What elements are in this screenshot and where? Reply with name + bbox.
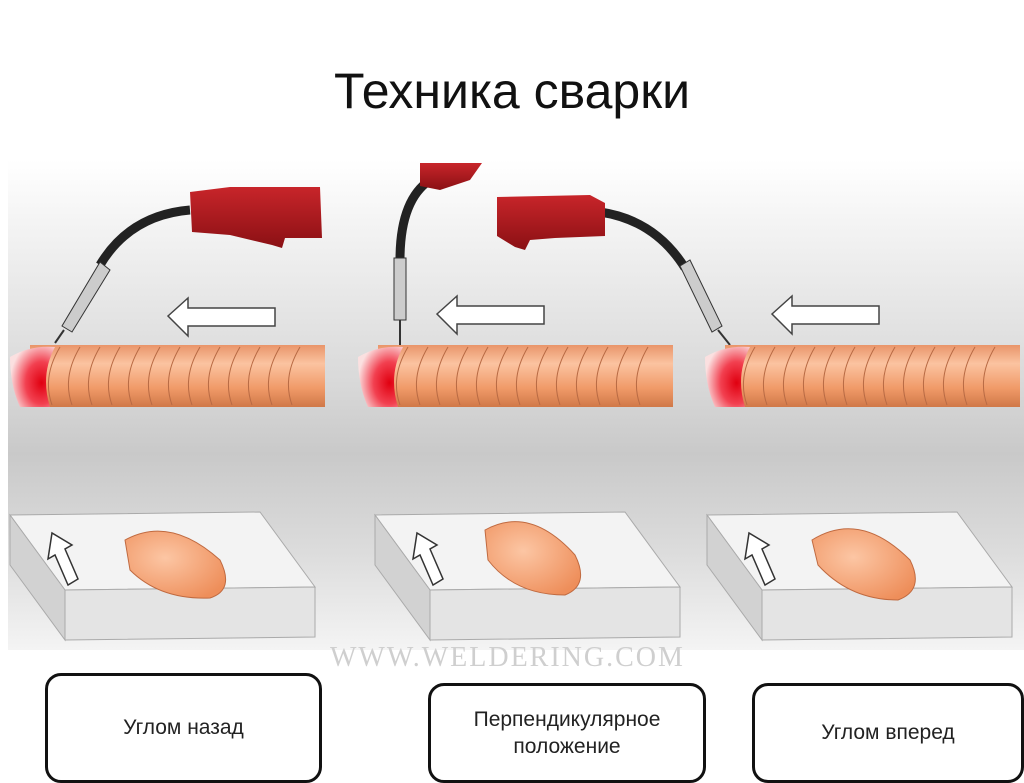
label-perpendicular: Перпендикулярное положение bbox=[428, 683, 706, 783]
panel-perpendicular bbox=[357, 163, 681, 641]
label-forehand-text: Углом вперед bbox=[821, 721, 955, 745]
torch-icon bbox=[497, 195, 731, 346]
panel-forehand bbox=[497, 195, 1021, 641]
weld-bead bbox=[357, 344, 674, 408]
panel-backhand bbox=[9, 187, 326, 641]
weld-bead bbox=[9, 344, 326, 408]
direction-arrow-icon bbox=[771, 295, 880, 335]
label-backhand-text: Углом назад bbox=[123, 716, 244, 740]
slide-title: Техника сварки bbox=[333, 63, 691, 119]
label-perpendicular-text: Перпендикулярное положение bbox=[473, 707, 661, 758]
direction-arrow-icon bbox=[436, 295, 545, 335]
torch-icon bbox=[54, 187, 322, 344]
welding-diagram bbox=[9, 163, 1021, 641]
torch-icon bbox=[393, 163, 482, 345]
weld-bead bbox=[704, 344, 1021, 408]
watermark: WWW.WELDERING.COM bbox=[330, 642, 685, 673]
direction-arrow-icon bbox=[167, 297, 276, 337]
label-forehand: Углом вперед bbox=[752, 683, 1024, 783]
label-backhand: Углом назад bbox=[45, 673, 322, 783]
